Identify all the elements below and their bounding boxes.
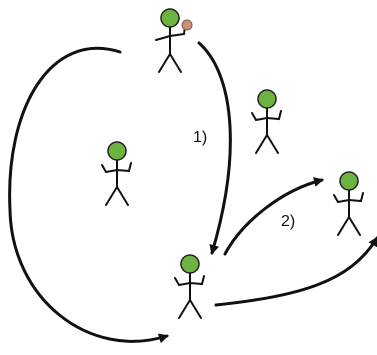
stick-figure-icon xyxy=(101,141,132,206)
figure-legs xyxy=(105,185,129,206)
arrow-thrower-to-center xyxy=(197,41,232,255)
step-label-1: 1) xyxy=(193,129,207,146)
figure-legs xyxy=(337,215,361,236)
figure-arms xyxy=(155,25,186,41)
step-label-2: 2) xyxy=(281,213,295,230)
stick-figure-icon xyxy=(333,171,364,236)
stick-figure-icon xyxy=(155,8,186,73)
figure-arms xyxy=(174,275,205,287)
figure-head xyxy=(339,171,359,191)
figure-arms xyxy=(333,192,364,204)
stick-figure-icon xyxy=(251,89,282,154)
figure-arms xyxy=(101,162,132,174)
figure-legs xyxy=(158,52,182,73)
arrow-center-to-lower-right xyxy=(223,177,324,256)
stick-figure-icon xyxy=(174,254,205,319)
ball-icon xyxy=(181,19,193,31)
figure-head xyxy=(160,8,180,28)
arrow-center-to-right-bottom xyxy=(214,236,377,307)
figure-head xyxy=(180,254,200,274)
figure-arms xyxy=(251,110,282,122)
figure-legs xyxy=(255,133,279,154)
figure-head xyxy=(257,89,277,109)
figure-head xyxy=(107,141,127,161)
arrow-loop-left-to-center xyxy=(8,46,169,344)
figure-legs xyxy=(178,298,202,319)
